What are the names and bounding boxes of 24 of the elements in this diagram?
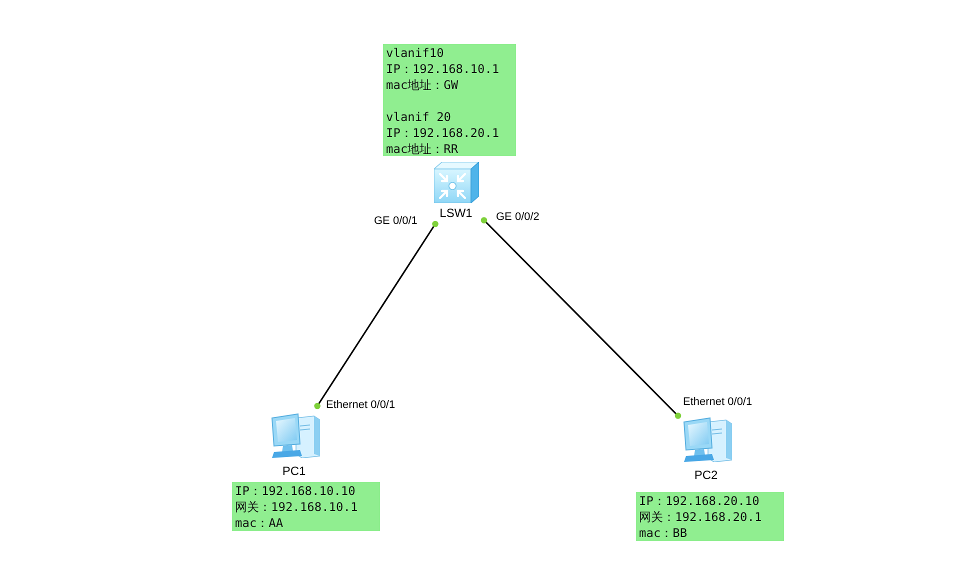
note-text: mac地址：GW [386,77,460,93]
port-label: Ethernet 0/0/1 [683,396,752,409]
note-text: IP：192.168.10.1 [386,61,500,77]
note-box [383,44,516,156]
note-text: IP：192.168.20.1 [386,125,500,141]
device-label: LSW1 [438,206,474,220]
note-text: IP：192.168.10.10 [235,483,356,499]
device-label: PC2 [693,468,719,482]
port-label: GE 0/0/1 [374,215,418,228]
note-text: vlanif 20 [386,109,452,125]
link-line [314,220,438,410]
note-text: mac：BB [639,525,688,541]
note-text: IP：192.168.20.10 [639,493,760,509]
link-line [480,217,682,419]
port-label: Ethernet 0/0/1 [326,399,396,412]
device-label: PC1 [281,464,307,478]
note-text: 网关：192.168.20.1 [639,509,763,525]
port-label: GE 0/0/2 [496,211,540,224]
note-text: mac：AA [235,515,284,531]
note-box [636,492,784,541]
note-box [232,482,380,531]
note-text: mac地址：RR [386,141,460,157]
note-text: vlanif10 [386,45,445,61]
note-text: 网关：192.168.10.1 [235,499,359,515]
